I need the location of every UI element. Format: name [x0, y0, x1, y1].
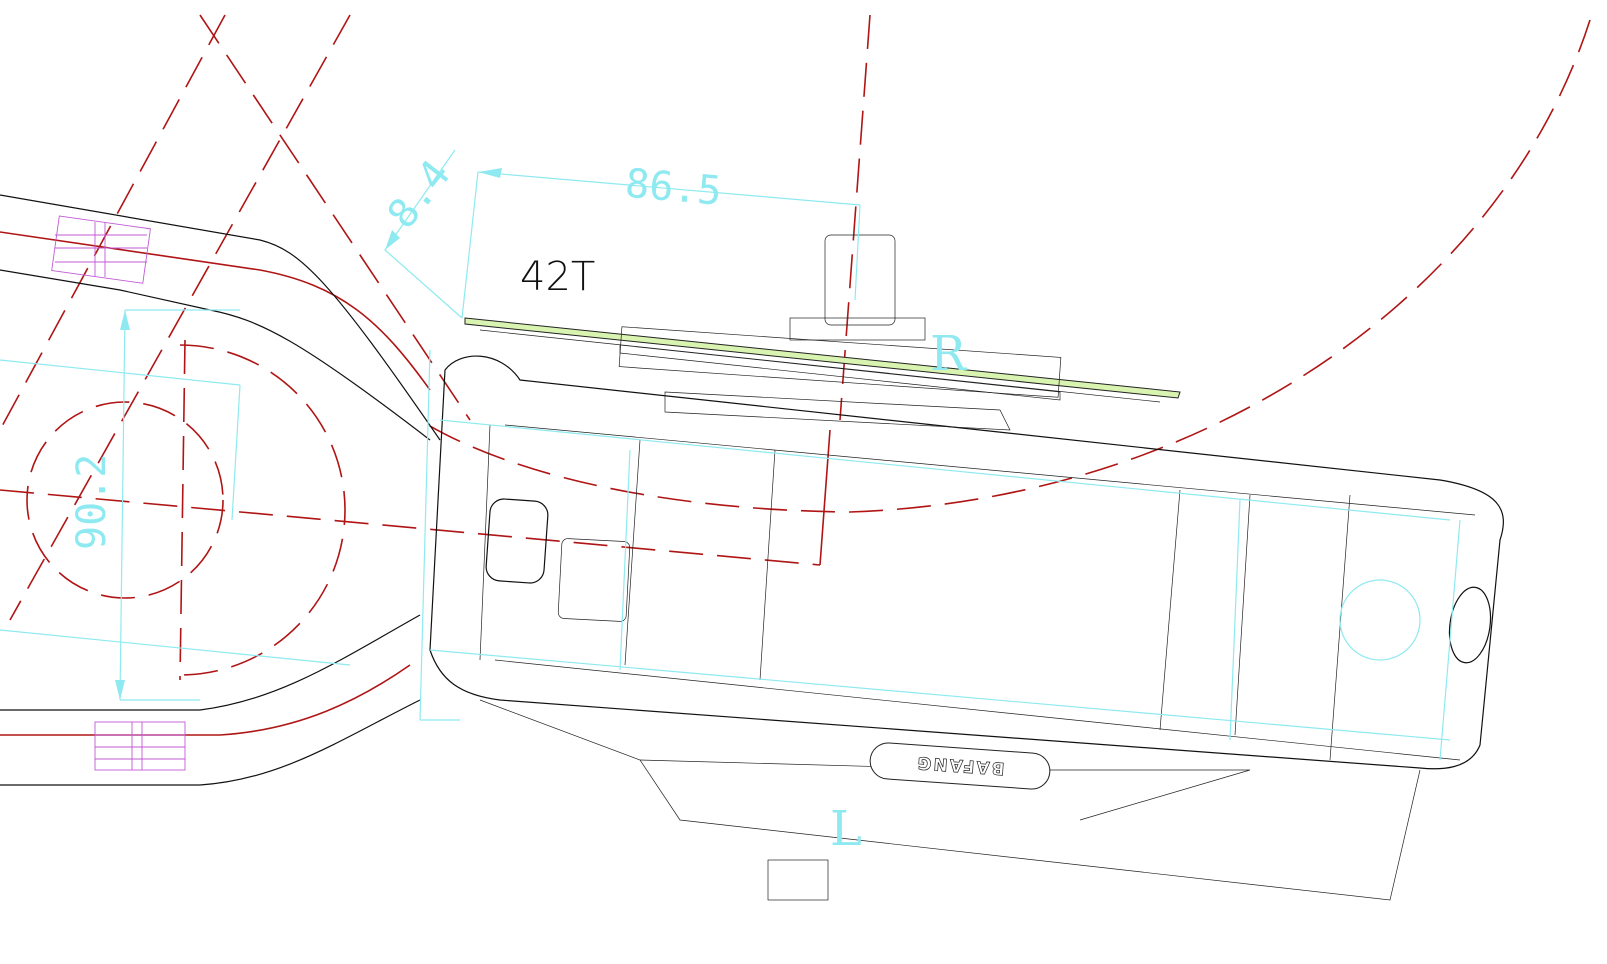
right-side-label: R	[930, 326, 968, 382]
motor-body: BAFANG	[429, 355, 1504, 901]
dimension-angled: 8.4	[379, 152, 460, 237]
output-shaft	[767, 859, 829, 901]
mount-slot	[485, 498, 549, 584]
chainring	[464, 234, 1181, 403]
bolt-top	[51, 215, 151, 284]
frame-outline	[0, 194, 441, 786]
dimension-vertical: 90.2	[69, 454, 115, 550]
dimensions: 86.5 8.4 90.2 R L	[0, 149, 1461, 857]
chainring-label: 42T	[520, 254, 595, 300]
bolt-bottom	[94, 721, 186, 771]
left-side-label: L	[830, 801, 862, 857]
logo-badge	[869, 742, 1051, 790]
centerlines	[0, 14, 1591, 736]
dimension-horizontal: 86.5	[623, 161, 723, 215]
